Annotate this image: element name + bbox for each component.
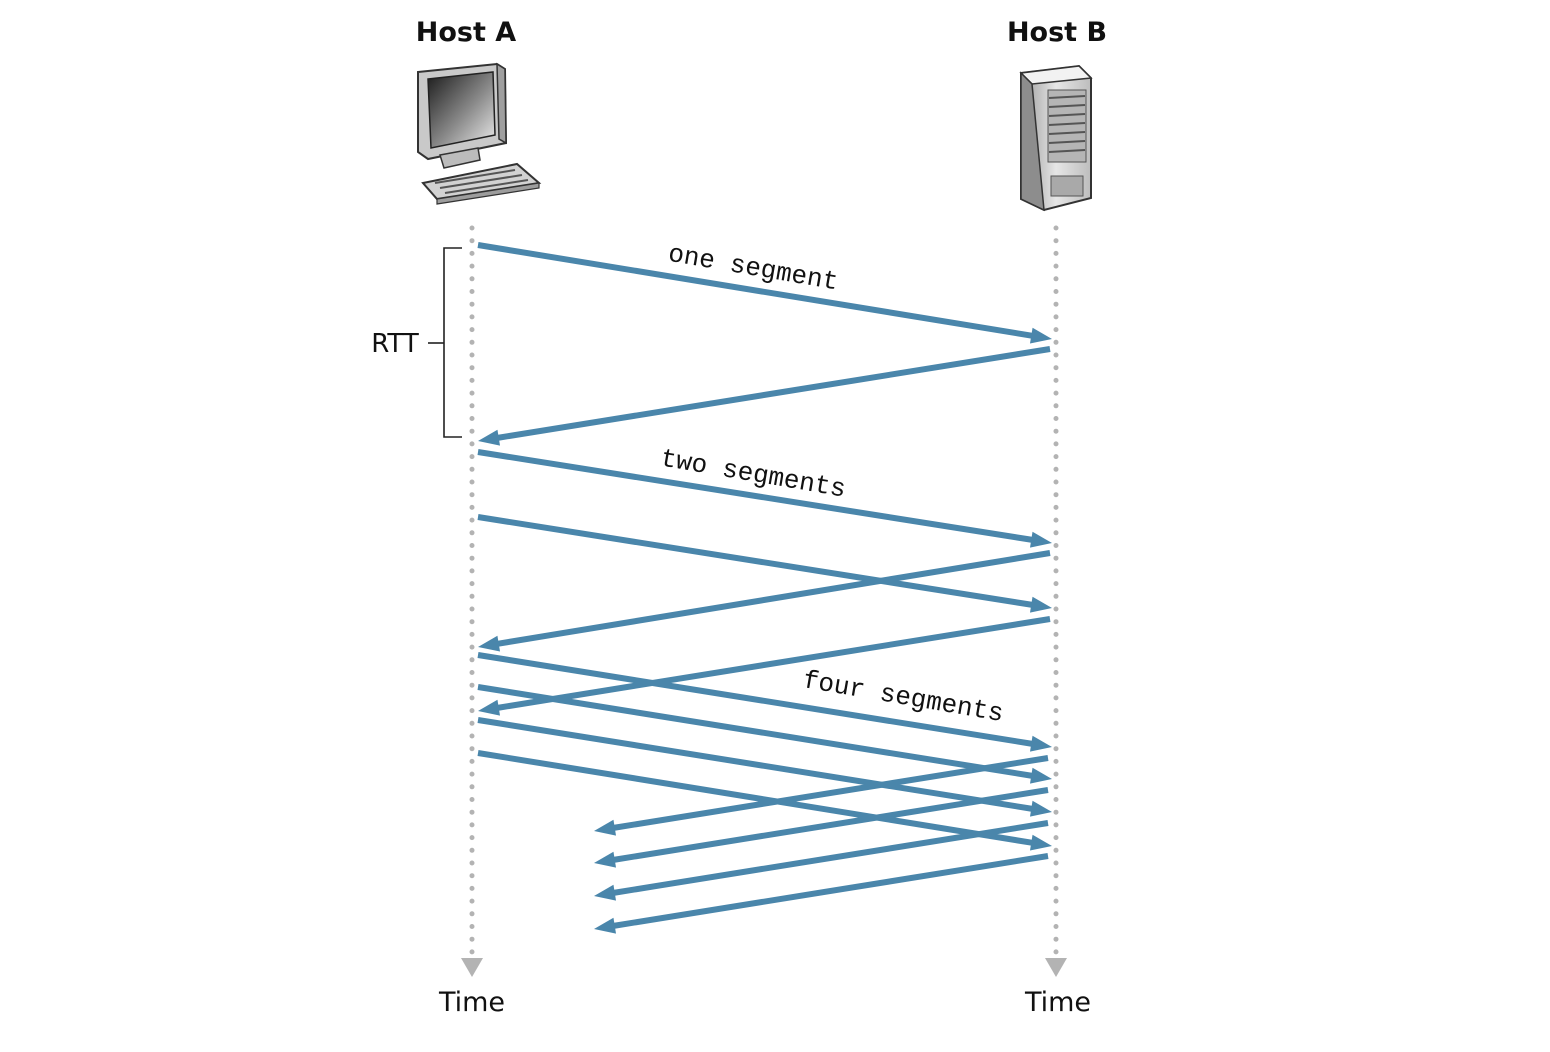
ack-1-arrow bbox=[478, 346, 1051, 446]
rtt-label: RTT bbox=[371, 329, 419, 359]
ack-4-arrow bbox=[594, 755, 1049, 836]
four-segments-label: four segments bbox=[801, 665, 1006, 729]
server-tower-icon bbox=[1019, 64, 1093, 212]
host-b-time-arrowhead bbox=[1045, 958, 1067, 977]
segment-arrows bbox=[477, 242, 1052, 934]
host-a-time-arrowhead bbox=[461, 958, 483, 977]
ack-7-arrow bbox=[594, 853, 1049, 934]
segment-7-arrow bbox=[477, 750, 1052, 851]
segment-5-arrow bbox=[477, 684, 1052, 784]
host-b-time-label: Time bbox=[1024, 987, 1091, 1018]
ack-3-arrow bbox=[478, 616, 1051, 716]
host-a-time-label: Time bbox=[438, 987, 505, 1018]
ack-2-arrow bbox=[478, 550, 1051, 652]
segment-2-arrow bbox=[477, 449, 1052, 548]
ack-5-arrow bbox=[594, 787, 1049, 868]
segment-6-arrow bbox=[477, 717, 1052, 817]
desktop-computer-icon bbox=[417, 62, 542, 205]
rtt-bracket bbox=[428, 247, 462, 438]
segment-4-arrow bbox=[477, 652, 1052, 752]
ack-6-arrow bbox=[594, 820, 1049, 901]
segment-1-arrow bbox=[477, 242, 1052, 344]
segment-3-arrow bbox=[477, 514, 1052, 613]
host-b-label: Host B bbox=[1007, 17, 1107, 48]
host-a-label: Host A bbox=[416, 17, 517, 48]
